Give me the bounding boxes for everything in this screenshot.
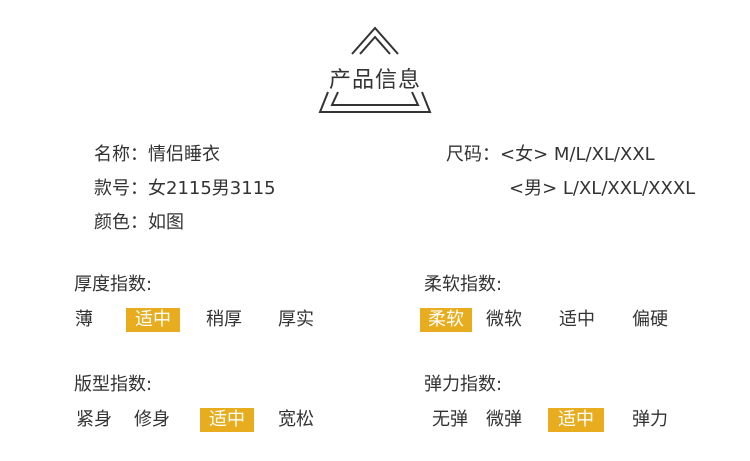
thickness-options: 薄 适中 稍厚 厚实 <box>74 308 314 334</box>
product-info-right: 尺码：<女> M/L/XL/XXL <男> L/XL/XXL/XXXL <box>446 138 695 206</box>
size-label: 尺码： <box>446 144 500 165</box>
size-female: <女> M/L/XL/XXL <box>500 144 655 165</box>
size-row: 尺码：<女> M/L/XL/XXL <box>446 138 695 172</box>
section-header: 产品信息 <box>0 0 750 120</box>
triangle-frame-icon <box>318 26 432 113</box>
thickness-option-3: 厚实 <box>278 309 314 330</box>
softness-option-3: 偏硬 <box>632 309 668 330</box>
softness-title: 柔软指数: <box>424 274 503 295</box>
fit-option-selected: 适中 <box>200 408 254 432</box>
page-title: 产品信息 <box>328 68 421 93</box>
thickness-title: 厚度指数: <box>74 274 153 295</box>
size-male: <男> L/XL/XXL/XXXL <box>509 178 696 199</box>
name-row: 名称：情侣睡衣 <box>94 138 276 172</box>
code-label: 款号： <box>94 178 148 199</box>
softness-index: 柔软指数: 柔软 微软 适中 偏硬 <box>420 270 668 334</box>
softness-option-selected: 柔软 <box>420 308 472 332</box>
product-info-left: 名称：情侣睡衣 款号：女2115男3115 颜色：如图 <box>94 138 276 240</box>
fit-option-0: 紧身 <box>76 409 112 430</box>
color-row: 颜色：如图 <box>94 206 276 240</box>
softness-options: 柔软 微软 适中 偏硬 <box>420 308 668 334</box>
thickness-option-0: 薄 <box>75 309 93 330</box>
name-label: 名称： <box>94 144 148 165</box>
elasticity-option-3: 弹力 <box>632 409 668 430</box>
fit-title: 版型指数: <box>74 374 153 395</box>
softness-option-1: 微软 <box>486 309 522 330</box>
softness-option-2: 适中 <box>559 309 595 330</box>
elasticity-option-selected: 适中 <box>548 408 604 432</box>
thickness-index: 厚度指数: 薄 适中 稍厚 厚实 <box>74 270 314 334</box>
code-row: 款号：女2115男3115 <box>94 172 276 206</box>
fit-option-1: 修身 <box>134 409 170 430</box>
size-row-male: <男> L/XL/XXL/XXXL <box>446 172 695 206</box>
fit-options: 紧身 修身 适中 宽松 <box>74 408 314 434</box>
code-value: 女2115男3115 <box>148 178 276 199</box>
elasticity-title: 弹力指数: <box>424 374 503 395</box>
thickness-option-2: 稍厚 <box>206 309 242 330</box>
elasticity-option-1: 微弹 <box>486 409 522 430</box>
fit-option-3: 宽松 <box>278 409 314 430</box>
color-value: 如图 <box>148 212 184 233</box>
color-label: 颜色： <box>94 212 148 233</box>
thickness-option-selected: 适中 <box>126 308 180 332</box>
name-value: 情侣睡衣 <box>148 144 220 165</box>
elasticity-index: 弹力指数: 无弹 微弹 适中 弹力 <box>424 370 668 434</box>
fit-index: 版型指数: 紧身 修身 适中 宽松 <box>74 370 314 434</box>
elasticity-options: 无弹 微弹 适中 弹力 <box>424 408 668 434</box>
elasticity-option-0: 无弹 <box>432 409 468 430</box>
